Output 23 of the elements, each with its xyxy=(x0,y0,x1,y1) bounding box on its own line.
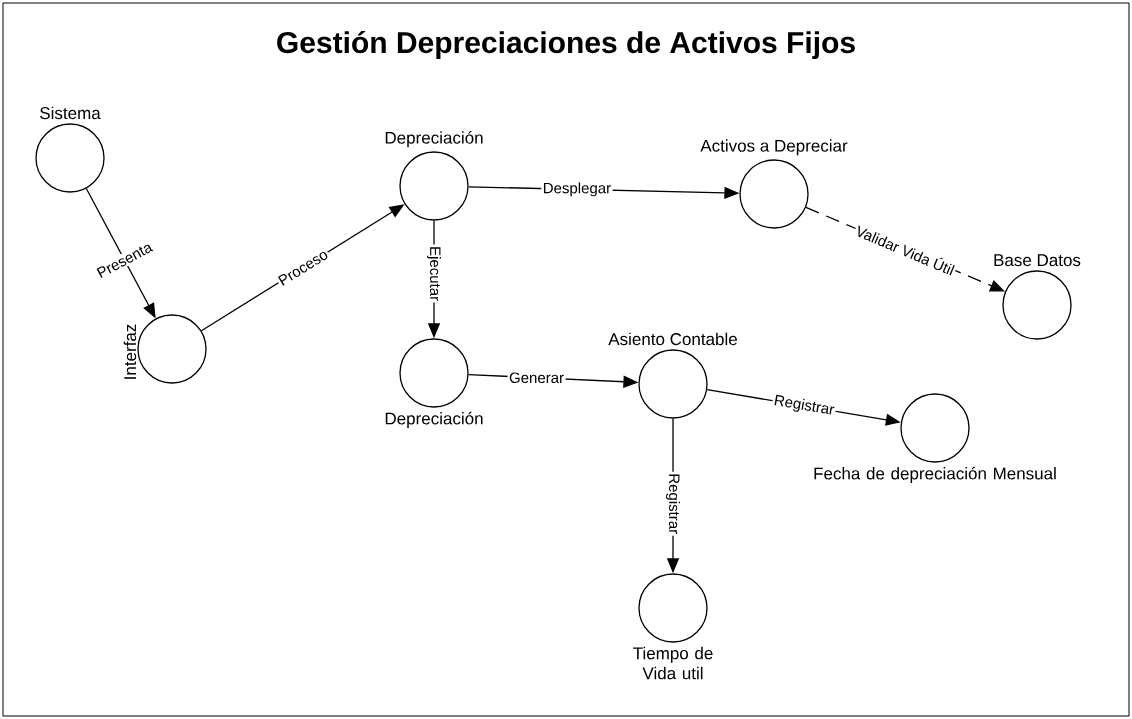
node-label: Activos a Depreciar xyxy=(700,139,848,156)
circle-node: Depreciación xyxy=(385,338,483,428)
edge-label: Registrar xyxy=(666,474,680,534)
circle-node: Activos a Depreciar xyxy=(700,139,848,229)
node-label: Depreciación xyxy=(385,131,483,148)
edge-label: Ejecutar xyxy=(427,247,441,301)
circle-node: Base Datos xyxy=(994,254,1081,340)
node-label: Interfaz xyxy=(123,324,137,379)
circle-node: Tiempo de Vida util xyxy=(633,573,713,680)
circle-node: Sistema xyxy=(35,106,105,193)
circle-node: Asiento Contable xyxy=(608,332,737,419)
node-label: Tiempo de Vida util xyxy=(633,646,713,680)
node-label: Fecha de depreciación Mensual xyxy=(814,466,1056,483)
circle-node: Depreciación xyxy=(385,131,483,221)
node-label: Base Datos xyxy=(994,254,1081,267)
edge-label: Registrar xyxy=(774,394,835,415)
node-label: Depreciación xyxy=(385,411,483,428)
edge-label: Generar xyxy=(509,372,564,383)
circle-node: Interfaz xyxy=(123,314,207,384)
node-label: Asiento Contable xyxy=(608,332,737,346)
title: Gestión Depreciaciones de Activos Fijos xyxy=(277,30,855,60)
node-label: Sistema xyxy=(40,106,101,120)
edge-label: Desplegar xyxy=(543,182,611,197)
